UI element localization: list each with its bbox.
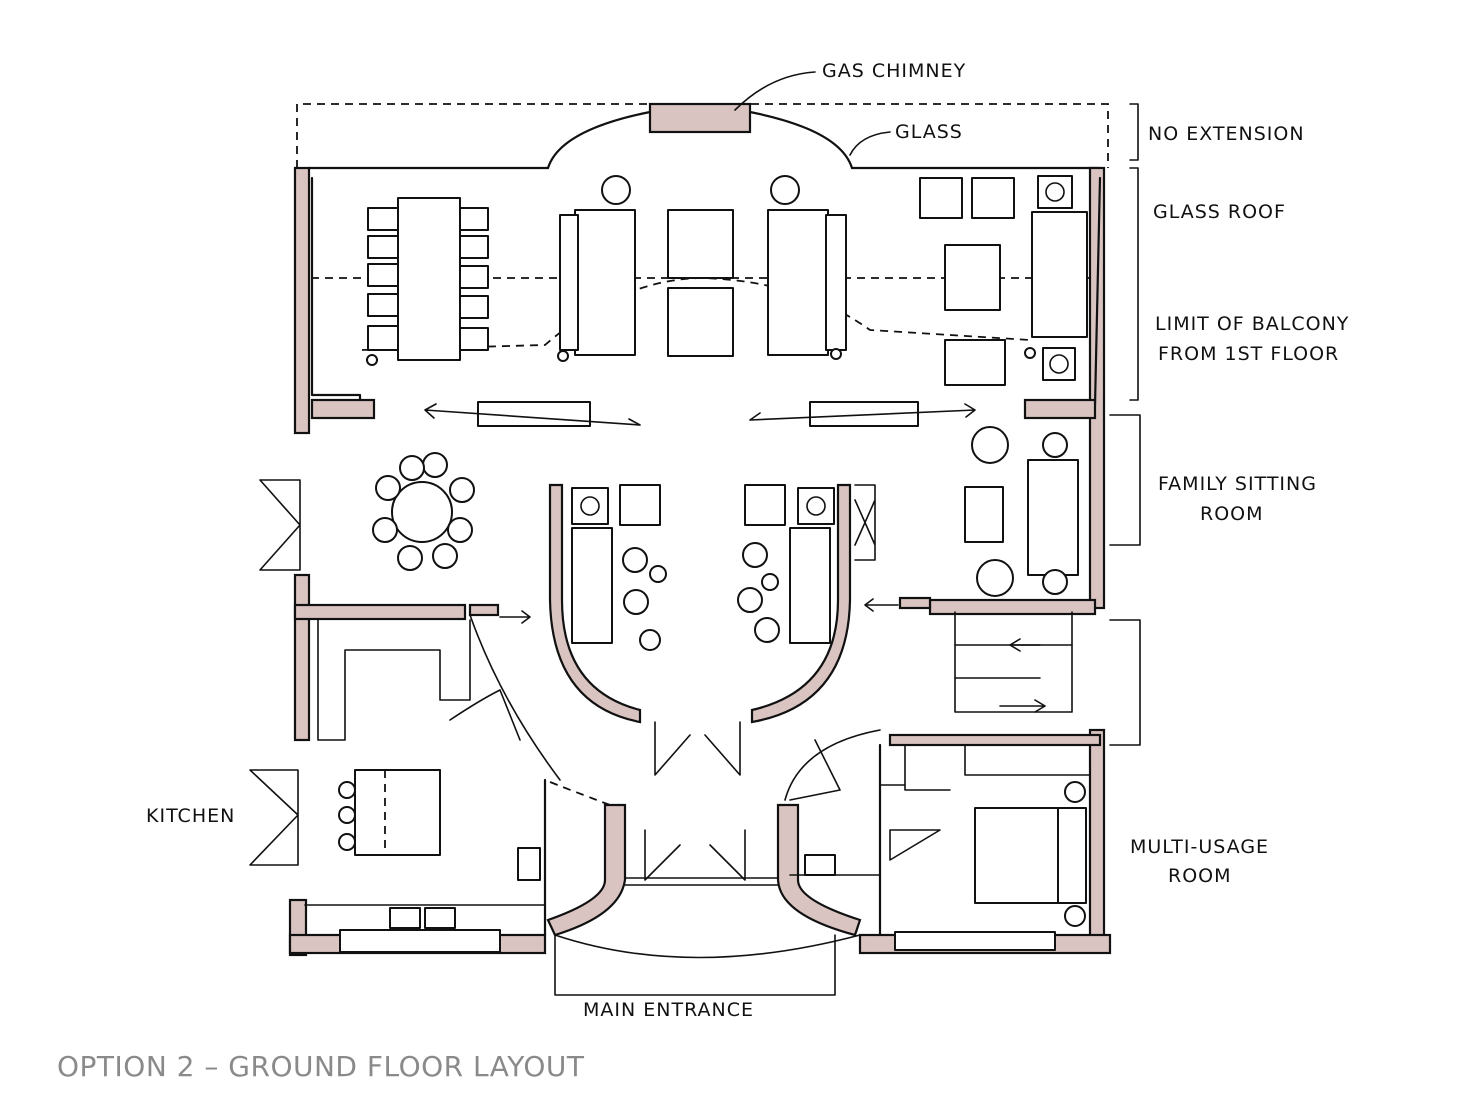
label-kitchen: KITCHEN bbox=[146, 805, 235, 827]
page-caption: OPTION 2 – GROUND FLOOR LAYOUT bbox=[57, 1050, 585, 1083]
label-family-sitting-1: FAMILY SITTING bbox=[1158, 473, 1317, 495]
label-glass-roof: GLASS ROOF bbox=[1153, 201, 1286, 223]
label-main-entrance: MAIN ENTRANCE bbox=[583, 999, 754, 1021]
label-glass: GLASS bbox=[895, 121, 963, 143]
glass-bay bbox=[546, 102, 854, 170]
family-sitting-furniture bbox=[964, 426, 1079, 597]
gas-chimney bbox=[648, 102, 752, 134]
multi-usage-furniture bbox=[789, 744, 1091, 951]
label-no-extension: NO EXTENSION bbox=[1148, 123, 1305, 145]
annotation-brackets bbox=[1129, 103, 1139, 401]
label-multi-usage-2: ROOM bbox=[1168, 865, 1232, 887]
round-dining-table bbox=[372, 452, 475, 571]
label-limit-balcony-2: FROM 1ST FLOOR bbox=[1158, 343, 1339, 365]
label-limit-balcony-1: LIMIT OF BALCONY bbox=[1155, 313, 1349, 335]
doors bbox=[249, 414, 1141, 996]
interior-walls bbox=[293, 398, 1102, 937]
kitchen-furniture bbox=[304, 619, 546, 953]
label-multi-usage-1: MULTI-USAGE bbox=[1130, 836, 1269, 858]
central-seating bbox=[571, 484, 835, 651]
staircase bbox=[954, 611, 1073, 713]
sliding-panels bbox=[424, 401, 976, 624]
lounge-furniture bbox=[557, 175, 847, 362]
leader-lines bbox=[734, 71, 891, 156]
dining-table bbox=[366, 197, 489, 366]
label-family-sitting-2: ROOM bbox=[1200, 503, 1264, 525]
glass-roof-seating bbox=[919, 175, 1088, 386]
label-gas-chimney: GAS CHIMNEY bbox=[822, 60, 966, 82]
